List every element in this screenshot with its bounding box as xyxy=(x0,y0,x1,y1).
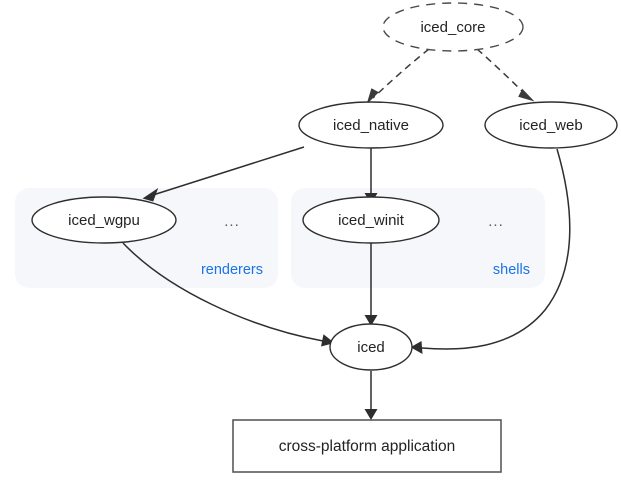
edge-iced_web-to-iced xyxy=(410,148,571,354)
edge-iced_winit-to-iced xyxy=(364,243,378,326)
cluster-label-renderers: renderers xyxy=(201,262,263,278)
iced-label: iced xyxy=(357,339,385,356)
edge-iced_native-to-iced_wgpu xyxy=(142,146,305,202)
iced-wgpu-label: iced_wgpu xyxy=(68,212,140,229)
node-iced-web[interactable]: iced_web xyxy=(484,101,618,149)
shells-ellipsis-label: ... xyxy=(488,213,504,230)
iced-core-shape[interactable] xyxy=(382,2,524,52)
edge-iced-to-application xyxy=(364,371,378,420)
application-label: cross-platform application xyxy=(279,438,456,455)
edge-iced_native-to-iced_winit xyxy=(364,148,378,204)
iced-native-label: iced_native xyxy=(333,117,409,134)
node-iced-winit[interactable]: iced_winit xyxy=(302,196,440,244)
edge-iced_core-to-iced_native xyxy=(366,48,430,105)
cluster-label-shells: shells xyxy=(493,262,530,278)
iced-core-label: iced_core xyxy=(420,19,485,36)
iced-wgpu-shape[interactable] xyxy=(31,196,177,244)
iced-winit-shape[interactable] xyxy=(302,196,440,244)
node-iced-wgpu[interactable]: iced_wgpu xyxy=(31,196,177,244)
node-iced-native[interactable]: iced_native xyxy=(298,101,444,149)
edge-iced_core-to-iced_web xyxy=(476,48,535,102)
node-cross-platform-application[interactable]: cross-platform application xyxy=(232,419,502,473)
iced-native-shape[interactable] xyxy=(298,101,444,149)
iced-web-label: iced_web xyxy=(519,117,582,134)
node-iced-core[interactable]: iced_core xyxy=(382,2,524,52)
application-shape[interactable] xyxy=(232,419,502,473)
iced-web-shape[interactable] xyxy=(484,101,618,149)
renderers-ellipsis-label: ... xyxy=(224,213,240,230)
iced-winit-label: iced_winit xyxy=(338,212,405,229)
node-iced[interactable]: iced xyxy=(329,323,413,371)
iced-shape[interactable] xyxy=(329,323,413,371)
